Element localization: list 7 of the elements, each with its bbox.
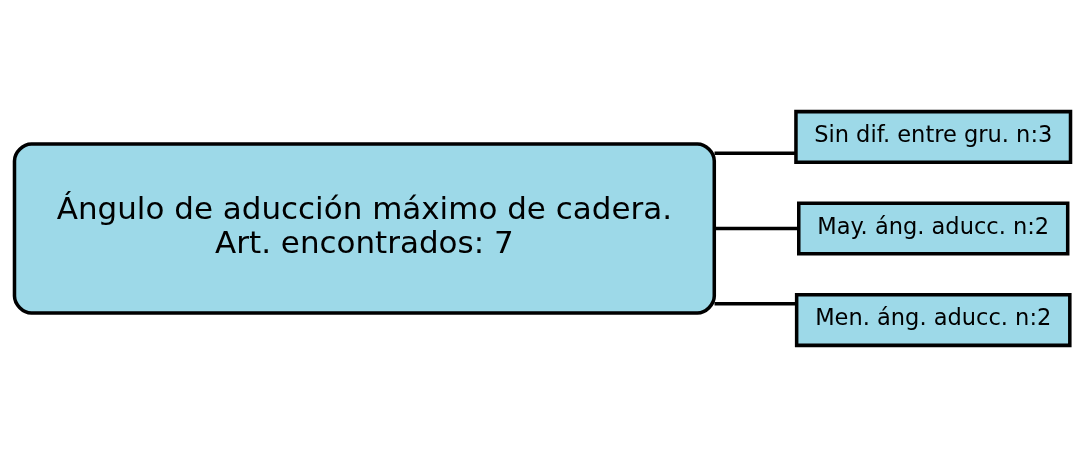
connector	[714, 226, 799, 231]
node-box: Sin dif. entre gru. n:3	[794, 109, 1073, 165]
connector	[714, 302, 797, 306]
node-box: May. áng. aducc. n:2	[797, 201, 1070, 256]
node-box: Men. áng. aducc. n:2	[794, 292, 1072, 348]
node-box: Ángulo de aducción máximo de cadera. Art. encontrados: 7	[12, 142, 717, 315]
connector	[714, 151, 796, 155]
